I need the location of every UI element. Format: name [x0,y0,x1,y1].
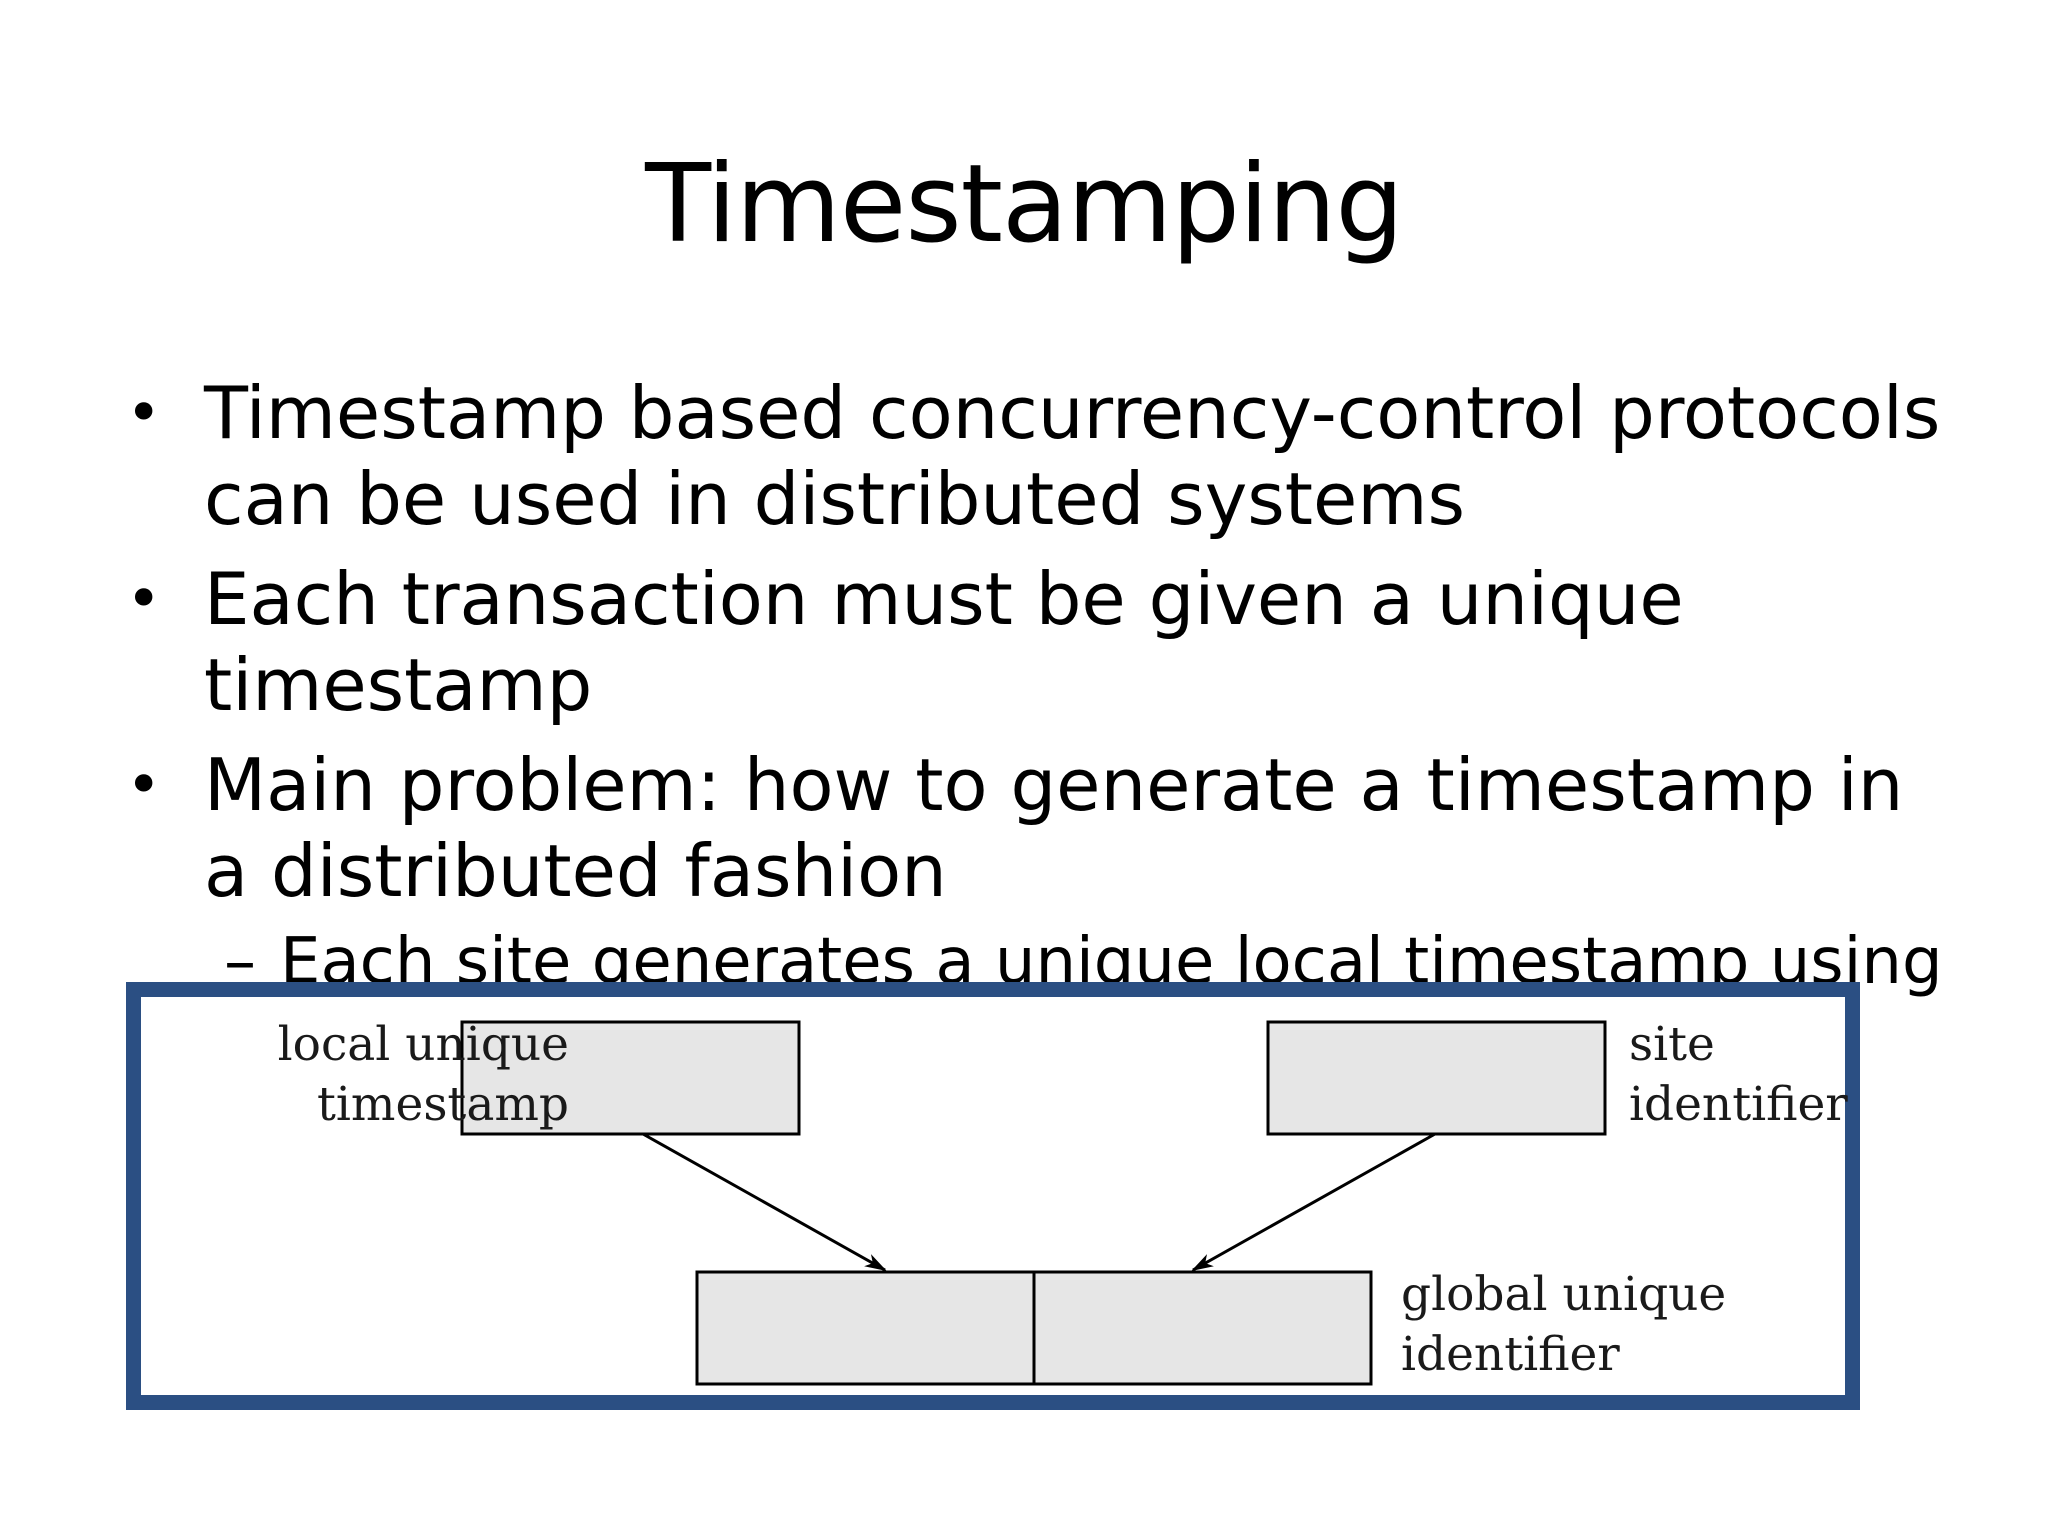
arrow-local-to-global [642,1132,887,1272]
bullet-line: Timestamp based concurrency-control prot… [204,371,1941,455]
label-line: global unique [1401,1267,1727,1322]
timestamp-diagram: local unique timestamp site identifier g… [126,982,1860,1410]
bullet-text: Main problem: how to generate a timestam… [204,742,1974,914]
bullet-dot: • [126,750,162,820]
bullet-dot: • [126,378,162,448]
slide-title: Timestamping [645,142,1404,267]
label-line: site [1629,1017,1715,1072]
label-line: timestamp [317,1077,569,1132]
bullet-line: a distributed fashion [204,829,947,913]
bullet-line: timestamp [204,643,593,727]
bullet-dot: • [126,564,162,634]
arrow-site-to-global [1191,1132,1436,1272]
bullet-line: Main problem: how to generate a timestam… [204,743,1904,827]
global-id-right-cell [1032,1270,1373,1386]
global-id-left-cell [695,1270,1036,1386]
label-line: local unique [277,1017,569,1072]
local-timestamp-box [460,1020,801,1136]
local-unique-timestamp-label: local unique timestamp [157,1015,569,1135]
global-unique-identifier-label: global unique identifier [1401,1265,1726,1385]
bullet-list: • Timestamp based concurrency-control pr… [126,370,1974,999]
site-identifier-label: site identifier [1629,1015,1848,1135]
bullet-text: Each transaction must be given a unique … [204,556,1974,728]
bullet-text: Timestamp based concurrency-control prot… [204,370,1974,542]
label-line: identifier [1629,1077,1848,1132]
bullet-line: can be used in distributed systems [204,457,1465,541]
site-identifier-box [1266,1020,1607,1136]
label-line: identifier [1401,1327,1620,1382]
bullet-line: Each transaction must be given a unique [204,557,1684,641]
diagram-canvas [460,1020,1607,1386]
